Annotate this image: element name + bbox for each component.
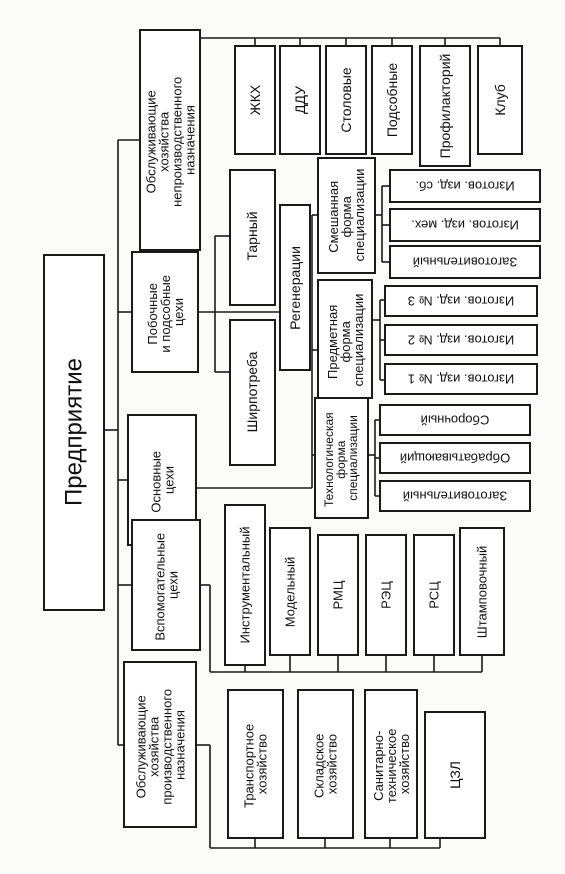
item-rmc: РМЦ bbox=[331, 580, 346, 609]
item-tool: Инструментальный bbox=[238, 527, 253, 644]
byproduct-items: Тарный Ширпотреба Регенерации bbox=[229, 169, 311, 466]
category-service-nonprod: Обслуживающие хозяйства непроизводственн… bbox=[139, 29, 201, 251]
item-subject-2: Изготов. изд. № 2 bbox=[408, 333, 514, 348]
item-stamping: Штамповочный bbox=[475, 546, 490, 638]
svg-text:Санитарно- техническое: Санитарно- техническое хозяйство bbox=[371, 725, 412, 803]
svg-text:Обслуживающие хозяйства: Обслуживающие хозяйства непроизводственн… bbox=[143, 73, 197, 207]
category-aux-byproduct: Побочные и подсобные цехи bbox=[131, 251, 199, 373]
svg-text:Смешанная форма сп: Смешанная форма специализации bbox=[326, 169, 367, 262]
item-rec: РЭЦ bbox=[379, 581, 394, 609]
form-tech: Технологическая форма специализации bbox=[314, 397, 369, 519]
item-subject-3: Изготов. изд. № 3 bbox=[408, 294, 514, 309]
item-tara: Тарный bbox=[244, 211, 260, 260]
item-consumer-goods: Ширпотреба bbox=[244, 351, 260, 432]
nonprod-items: ЖКХ ДДУ Столовые Подсобные Профилакторий… bbox=[234, 45, 523, 167]
item-mixed-asm: Изготов. изд. сб. bbox=[415, 179, 514, 194]
item-mixed-mech: Изготов. изд. мех. bbox=[411, 218, 519, 233]
item-model: Модельный bbox=[283, 557, 298, 627]
item-czl: ЦЗЛ bbox=[447, 761, 463, 789]
prod-service-items: Транспортное хозяйство Складское хозяйст… bbox=[227, 689, 486, 839]
item-club: Клуб bbox=[492, 84, 508, 116]
svg-text:Побочные и подсобные: Побочные и подсобные цехи bbox=[145, 271, 186, 352]
item-tech-machining: Обрабатывающий bbox=[400, 451, 510, 466]
mixed-items: Изготов. изд. сб. Изготов. изд. мех. Заг… bbox=[389, 169, 541, 279]
svg-text:Технологическая форма: Технологическая форма специализации bbox=[322, 409, 360, 507]
item-mixed-blank: Заготовительный bbox=[413, 255, 517, 270]
svg-text:Транспортное хозяйство: Транспортное хозяйство bbox=[241, 720, 269, 808]
svg-text:Обслуживающие хозяйства: Обслуживающие хозяйства производственног… bbox=[133, 685, 187, 804]
root-label: Предприятие bbox=[61, 358, 88, 506]
root-node: Предприятие bbox=[43, 254, 105, 611]
subject-items: Изготов. изд. № 3 Изготов. изд. № 2 Изго… bbox=[384, 285, 538, 395]
item-zhkh: ЖКХ bbox=[247, 84, 263, 115]
item-canteens: Столовые bbox=[338, 67, 354, 132]
svg-text:Предметная форма с: Предметная форма специализации bbox=[325, 294, 366, 387]
svg-text:Складское хозяйство: Складское хозяйство bbox=[311, 730, 339, 798]
item-subsidiary: Подсобные bbox=[384, 63, 400, 137]
item-ddu: ДДУ bbox=[292, 86, 308, 114]
category-auxiliary: Вспомогательные цехи bbox=[131, 519, 201, 651]
svg-text:Вспомогательные цехи: Вспомогательные цехи bbox=[152, 529, 180, 640]
aux-items: Инструментальный Модельный РМЦ РЭЦ РСЦ Ш… bbox=[224, 504, 505, 666]
item-sanatorium: Профилакторий bbox=[437, 54, 453, 159]
svg-text:Основные цехи: Основные цехи bbox=[148, 447, 176, 512]
item-rsc: РСЦ bbox=[427, 581, 442, 609]
item-regeneration: Регенерации bbox=[287, 246, 303, 330]
item-tech-blank: Заготовительный bbox=[403, 489, 507, 504]
item-tech-assembly: Сборочный bbox=[421, 413, 490, 428]
form-mixed: Смешанная форма специализации bbox=[317, 157, 376, 274]
tech-items: Сборочный Обрабатывающий Заготовительный bbox=[379, 404, 531, 512]
form-subject: Предметная форма специализации bbox=[317, 279, 373, 399]
category-service-prod: Обслуживающие хозяйства производственног… bbox=[123, 661, 197, 828]
item-subject-1: Изготов. изд. № 1 bbox=[408, 372, 514, 387]
